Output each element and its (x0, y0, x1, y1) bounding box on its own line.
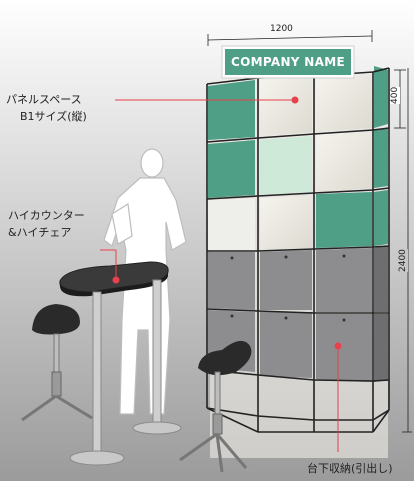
drawer (260, 312, 312, 378)
panel-green (208, 80, 255, 140)
panel-light (316, 132, 372, 192)
callout-counter-line2: &ハイチェア (8, 226, 72, 239)
panel-green (208, 140, 255, 198)
panel-light (260, 78, 312, 136)
drawer-side (374, 314, 388, 382)
panel-side-green (374, 128, 388, 188)
drawer (316, 314, 372, 382)
drawer (260, 250, 312, 310)
panel-light-green (260, 136, 312, 195)
callout-counter-line1: ハイカウンター (8, 209, 85, 222)
drawer-side (374, 246, 388, 312)
drawer (316, 248, 372, 312)
high-chair-right (179, 340, 252, 473)
drawer (208, 252, 255, 310)
panel-light (260, 196, 312, 250)
booth-frame (206, 66, 390, 458)
high-chair-left (21, 304, 93, 422)
person-silhouette (103, 148, 187, 415)
callout-panel-space-line2: B1サイズ(縦) (20, 110, 87, 123)
callout-leaders (100, 99, 339, 452)
dimension-panel-height: 400 (390, 86, 400, 104)
panel-open (208, 198, 255, 250)
callout-dots (112, 96, 342, 350)
dimension-lines (207, 30, 412, 433)
panel-green (316, 192, 372, 248)
company-name-text: COMPANY NAME (231, 55, 345, 69)
panel-light (316, 74, 372, 132)
panel-side-green (374, 190, 388, 246)
callout-storage: 台下収納(引出し) (307, 462, 393, 475)
company-sign (221, 45, 355, 79)
dimension-total-height: 2400 (398, 249, 408, 272)
panel-side-green (374, 66, 388, 128)
dimension-width: 1200 (270, 24, 293, 34)
callout-panel-space-line1: パネルスペース (6, 93, 82, 106)
